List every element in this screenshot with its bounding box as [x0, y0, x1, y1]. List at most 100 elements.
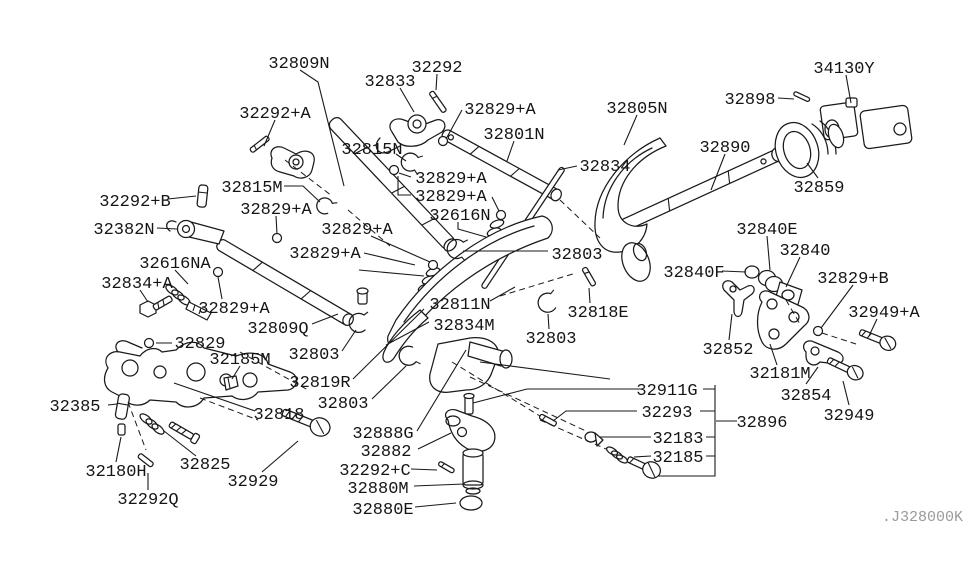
plug-32183	[584, 431, 604, 447]
part-label: 32811N	[429, 296, 490, 315]
part-label: 32809Q	[247, 320, 308, 339]
leader-lines	[107, 69, 878, 508]
bolt-32834a	[139, 295, 173, 318]
pin-32180h	[117, 423, 126, 436]
bolt-32185-plug	[626, 456, 662, 479]
striking-pin-32911g	[463, 392, 475, 415]
shift-rod-32801n	[441, 129, 563, 202]
striking-lever-boss	[499, 349, 513, 369]
part-label: 32825	[179, 456, 230, 475]
part-label: 32888G	[352, 425, 413, 444]
bracket-32181m	[756, 290, 810, 350]
boot-32859	[774, 120, 845, 179]
part-label: 32818	[253, 406, 304, 425]
select-lever-32882	[444, 408, 496, 452]
clip-32803-b	[537, 289, 557, 313]
shift-fork-32805n-inner	[602, 147, 653, 219]
pin-32898	[793, 91, 811, 102]
part-label: 32805N	[606, 100, 667, 119]
bolt-32929	[281, 408, 331, 437]
pin-32292b	[196, 184, 209, 208]
part-label: 32292	[411, 59, 462, 78]
part-label: 32829	[174, 335, 225, 354]
clip-32815n	[400, 152, 423, 175]
part-label: 32898	[724, 91, 775, 110]
clip-32803-d	[398, 345, 421, 366]
o-ring-32880e	[459, 495, 483, 511]
part-label: 32834M	[433, 317, 494, 336]
part-label: 32292+A	[239, 105, 311, 124]
part-label: 32880M	[347, 480, 408, 499]
select-lever-hole	[456, 426, 468, 438]
part-label: 32852	[702, 341, 753, 360]
check-bracket-32818	[103, 340, 298, 408]
part-label: 32183	[652, 430, 703, 449]
part-label: 32382N	[93, 221, 154, 240]
shift-rod-32809n	[328, 117, 457, 252]
bolt-32949	[826, 357, 864, 381]
part-label: 32803	[525, 330, 576, 349]
part-label: 32829+A	[415, 188, 487, 207]
part-label: 32616NA	[139, 255, 211, 274]
part-label: 32292Q	[117, 491, 178, 510]
pin-32385	[114, 393, 130, 420]
bolt-32949a	[858, 329, 897, 352]
bracket-32292a-fork	[270, 146, 315, 179]
select-lever-eye	[445, 415, 461, 427]
shift-fork-32805n	[594, 137, 667, 253]
check-plug-screw	[168, 421, 201, 445]
part-label: 32859	[793, 179, 844, 198]
part-label: 32815M	[221, 179, 282, 198]
part-label: 32829+A	[415, 170, 487, 189]
part-label: 32815N	[341, 141, 402, 160]
part-label: 32840F	[663, 264, 724, 283]
part-label: 32833	[364, 73, 415, 92]
alignment-dashed-lines	[127, 159, 857, 451]
part-label: 32949+A	[848, 304, 920, 323]
parts-artwork	[103, 90, 913, 511]
pin-32292a	[249, 135, 270, 153]
pin-32818e	[581, 266, 597, 287]
striking-lever-arm	[467, 341, 507, 367]
part-label: 32829+A	[464, 101, 536, 120]
part-label: 32829+A	[198, 300, 270, 319]
part-label: 32854	[780, 387, 831, 406]
part-label: 32840	[779, 242, 830, 261]
part-label: 32834	[579, 158, 630, 177]
spring-32185	[605, 446, 629, 464]
detent-plunger-32382n	[166, 219, 225, 245]
bracket-32833	[375, 114, 446, 154]
drawing-code: .J328000K	[882, 509, 963, 526]
part-label: 32803	[288, 346, 339, 365]
part-label: 32292+C	[339, 462, 410, 481]
check-spring-32825	[139, 413, 165, 435]
part-label: 32829+A	[321, 221, 393, 240]
plug-32840f	[744, 265, 760, 279]
part-label: 32818E	[567, 304, 628, 323]
part-label: 32185M	[209, 351, 270, 370]
part-label: 32911G	[636, 382, 697, 401]
part-label: 32949	[823, 407, 874, 426]
part-label: 32180H	[85, 463, 146, 482]
part-label: 32809N	[268, 55, 329, 74]
part-label: 32829+A	[289, 245, 361, 264]
part-label: 32890	[699, 139, 750, 158]
part-label: 32829+A	[240, 201, 312, 220]
part-label: 32929	[227, 473, 278, 492]
part-label: 32840E	[736, 221, 797, 240]
part-label: 32819R	[289, 374, 350, 393]
part-label: 32803	[317, 395, 368, 414]
clip-32803-c	[348, 311, 369, 333]
part-label: 32185	[652, 449, 703, 468]
bushing-32880m	[462, 448, 484, 495]
shift-fork-32811n-prong	[382, 309, 429, 363]
part-label: 32882	[360, 443, 411, 462]
part-label: 32896	[736, 414, 787, 433]
part-label: 32292+B	[99, 193, 170, 212]
part-label: 32616N	[429, 207, 490, 226]
shift-fork-32805n-boss	[621, 242, 651, 282]
pin-32292q	[137, 453, 154, 468]
